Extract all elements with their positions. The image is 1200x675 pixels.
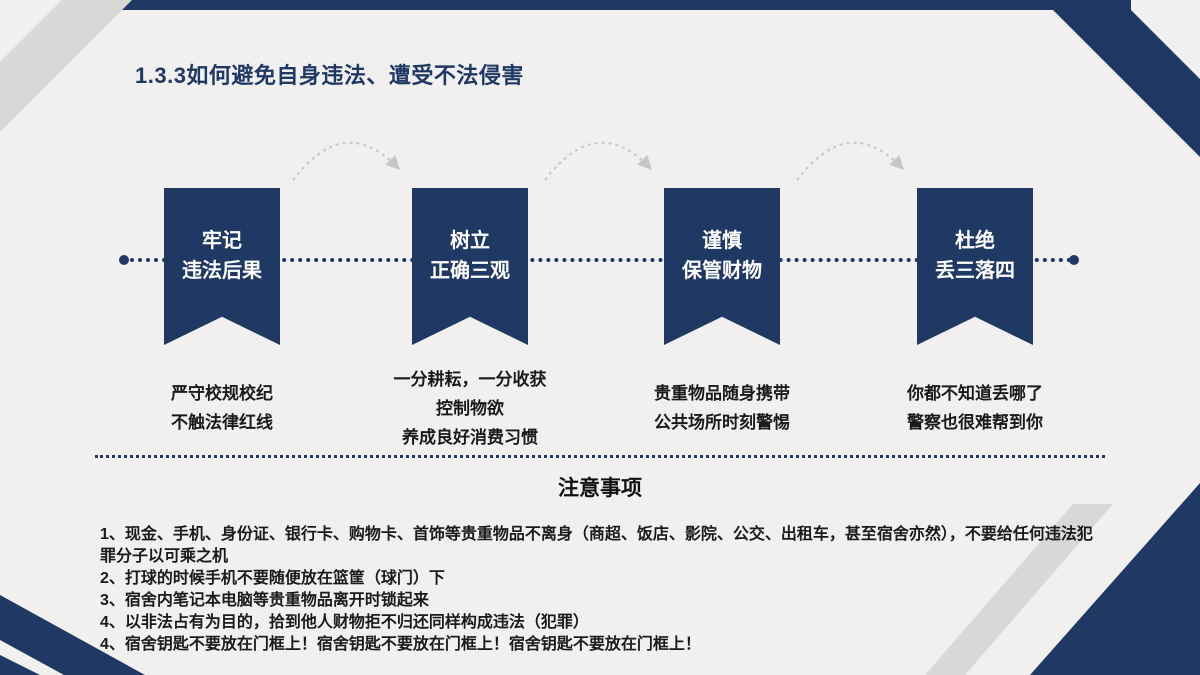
note-item-5: 4、宿舍钥匙不要放在门框上！宿舍钥匙不要放在门框上！宿舍钥匙不要放在门框上！ [100,636,701,653]
top-left-gray-stripe [0,0,132,132]
step-1-point: 严守校规校纪 [171,384,273,403]
slide-title: 1.3.3如何避免自身违法、遭受不法侵害 [135,63,524,88]
bottom-left-navy-stripe-small [0,655,40,675]
step-4-points: 你都不知道丢哪了 警察也很难帮到你 [860,362,1090,454]
bottom-left-navy-stripe [0,595,145,675]
step-banner-1: 牢记 违法后果 [164,188,280,345]
top-right-navy-stripe [1043,0,1200,157]
step-4-point: 警察也很难帮到你 [907,413,1043,432]
step-banner-3-line2: 保管财物 [682,260,762,282]
top-navy-bar [113,0,1131,10]
note-item-4: 4、以非法占有为目的，拾到他人财物拒不归还同样构成违法（犯罪） [100,614,589,631]
step-2-point: 控制物欲 [436,398,504,418]
step-banner-4-line2: 丢三落四 [935,260,1015,282]
step-2-points: 一分耕耘，一分收获 控制物欲 养成良好消费习惯 [355,362,585,454]
step-banner-1-line1: 牢记 [202,230,242,252]
step-banner-4-line1: 杜绝 [955,230,995,252]
step-3-point: 贵重物品随身携带 [654,384,790,403]
step-banner-2-line2: 正确三观 [430,260,510,282]
dotted-divider [95,455,1105,458]
step-banner-2-line1: 树立 [450,230,490,252]
note-item-2: 2、打球的时候手机不要随便放在篮筐（球门）下 [100,570,445,587]
step-banner-2: 树立 正确三观 [412,188,528,345]
step-1-point: 不触法律红线 [171,413,273,432]
note-item-3: 3、宿舍内笔记本电脑等贵重物品离开时锁起来 [100,592,429,609]
step-banner-3-line1: 谨慎 [702,230,742,252]
timeline-dotted-line [130,258,1072,262]
step-2-point: 养成良好消费习惯 [402,427,538,447]
arc-connector-3 [796,141,904,181]
step-4-point: 你都不知道丢哪了 [907,384,1043,403]
step-1-points: 严守校规校纪 不触法律红线 [107,362,337,454]
notes-list: 1、现金、手机、身份证、银行卡、购物卡、首饰等贵重物品不离身（商超、饭店、影院、… [100,524,1105,656]
step-3-points: 贵重物品随身携带 公共场所时刻警惕 [607,362,837,454]
step-banner-4: 杜绝 丢三落四 [917,188,1033,345]
timeline-end-dot-right [1069,255,1079,265]
bottom-right-navy-triangle [1030,483,1200,675]
step-3-point: 公共场所时刻警惕 [654,413,790,432]
timeline-end-dot-left [119,255,129,265]
step-points-row: 严守校规校纪 不触法律红线 一分耕耘，一分收获 控制物欲 养成良好消费习惯 贵重… [0,362,1200,454]
notes-heading: 注意事项 [558,477,642,500]
note-item-1: 1、现金、手机、身份证、银行卡、购物卡、首饰等贵重物品不离身（商超、饭店、影院、… [100,526,1093,565]
step-2-point: 一分耕耘，一分收获 [393,369,547,389]
bottom-right-gray-stripe [925,504,1113,675]
arc-connector-2 [544,141,652,181]
step-banner-1-line2: 违法后果 [182,260,262,282]
arc-connector-1 [292,141,400,181]
